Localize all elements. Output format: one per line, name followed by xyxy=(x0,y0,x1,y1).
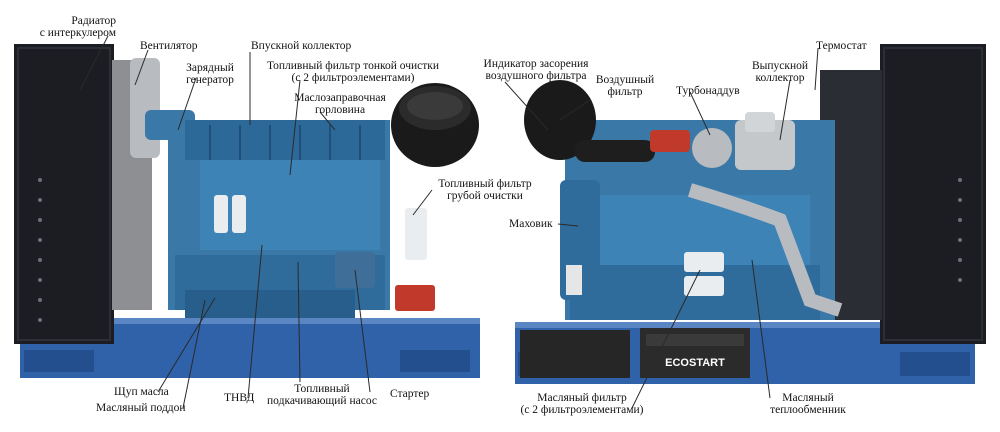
label-fine-fuel-filter: Топливный фильтр тонкой очистки (с 2 фил… xyxy=(266,60,440,84)
turbocharger-body xyxy=(692,128,732,168)
label-oil-dipstick: Щуп масла xyxy=(114,386,169,398)
label-intake-manifold: Впускной коллектор xyxy=(251,40,352,52)
label-oil-pan: Масляный поддон xyxy=(96,402,186,414)
battery-brand: ECOSTART xyxy=(665,357,725,369)
right-genset: ECOSTART xyxy=(515,44,986,384)
label-fuel-priming-pump: Топливный подкачивающий насос xyxy=(267,383,377,407)
label-oil-filter: Масляный фильтр (с 2 фильтроэлементами) xyxy=(520,392,644,416)
label-flywheel: Маховик xyxy=(509,218,553,230)
leader-lines xyxy=(79,35,819,409)
label-air-filter: Воздушный фильтр xyxy=(595,74,655,98)
label-oil-filler-neck: Маслозаправочная горловина xyxy=(294,92,386,116)
left-radiator xyxy=(14,44,114,344)
label-turbocharger: Турбонаддув xyxy=(676,85,740,97)
label-air-filter-indicator: Индикатор засорения воздушного фильтра xyxy=(483,58,589,82)
label-fan: Вентилятор xyxy=(140,40,198,52)
label-coarse-fuel-filter: Топливный фильтр грубой очистки xyxy=(438,178,532,202)
label-thermostat: Термостат xyxy=(816,40,867,52)
label-exhaust-manifold: Выпускной коллектор xyxy=(751,60,809,84)
left-genset xyxy=(14,44,480,378)
label-radiator: Радиатор с интеркулером xyxy=(39,15,116,39)
label-injection-pump: ТНВД xyxy=(224,392,255,404)
label-starter: Стартер xyxy=(390,388,430,400)
left-oil-pan xyxy=(185,290,355,318)
label-alternator: Зарядный генератор xyxy=(186,62,234,86)
right-radiator xyxy=(880,44,986,344)
label-oil-heat-exchanger: Масляный теплообменник xyxy=(770,392,846,416)
